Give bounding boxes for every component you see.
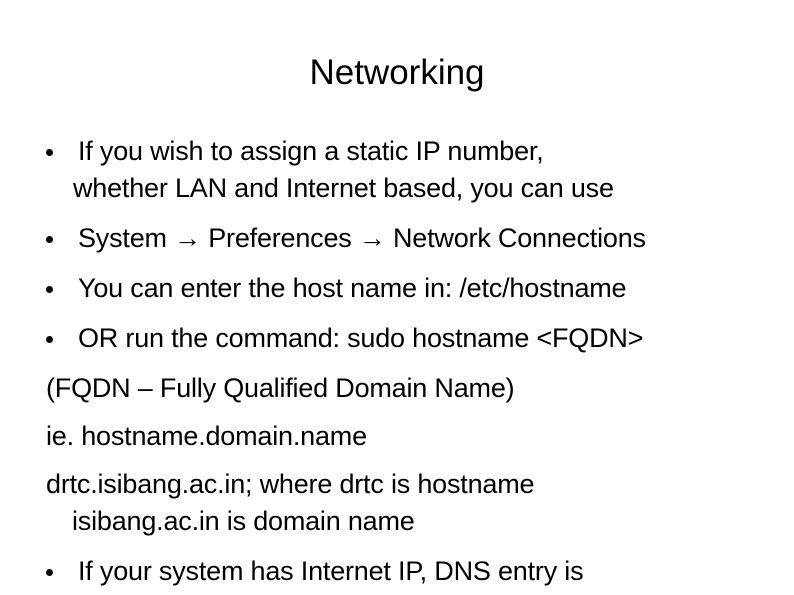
bullet-dot-icon: [46, 335, 53, 343]
page-title: Networking: [309, 53, 485, 92]
bullet-dot-icon: [46, 235, 53, 243]
paragraph-line: (FQDN – Fully Qualified Domain Name): [44, 370, 770, 407]
paragraph-text: (FQDN – Fully Qualified Domain Name): [46, 373, 515, 403]
paragraph-line: ie. hostname.domain.name: [44, 418, 770, 455]
paragraph-line-continuation: isibang.ac.in is domain name: [44, 503, 770, 540]
paragraph-line: drtc.isibang.ac.in; where drtc is hostna…: [44, 466, 770, 503]
bullet-dot-icon: [46, 285, 53, 293]
bullet-item-text: If your system has Internet IP, DNS entr…: [78, 556, 584, 586]
bullet-item-text: System → Preferences → Network Connectio…: [78, 223, 646, 253]
bullet-dot-icon: [46, 148, 53, 156]
bullet-item: You can enter the host name in: /etc/hos…: [44, 270, 770, 307]
bullet-item: OR run the command: sudo hostname <FQDN>: [44, 320, 770, 357]
bullet-item-text: whether LAN and Internet based, you can …: [73, 173, 614, 203]
paragraph-text: isibang.ac.in is domain name: [72, 506, 415, 536]
bullet-dot-icon: [46, 568, 53, 576]
bullet-item: If you wish to assign a static IP number…: [44, 133, 770, 170]
paragraph-text: ie. hostname.domain.name: [46, 421, 367, 451]
paragraph-text: drtc.isibang.ac.in; where drtc is hostna…: [46, 469, 535, 499]
bullet-item: If your system has Internet IP, DNS entr…: [44, 553, 770, 590]
bullet-item-text: You can enter the host name in: /etc/hos…: [78, 273, 627, 303]
bullet-item-continuation: whether LAN and Internet based, you can …: [44, 170, 770, 207]
bullet-item-text: If you wish to assign a static IP number…: [78, 136, 544, 166]
bullet-item: System → Preferences → Network Connectio…: [44, 220, 770, 257]
slide-body: If you wish to assign a static IP number…: [44, 133, 770, 590]
bullet-item-text: OR run the command: sudo hostname <FQDN>: [78, 323, 644, 353]
